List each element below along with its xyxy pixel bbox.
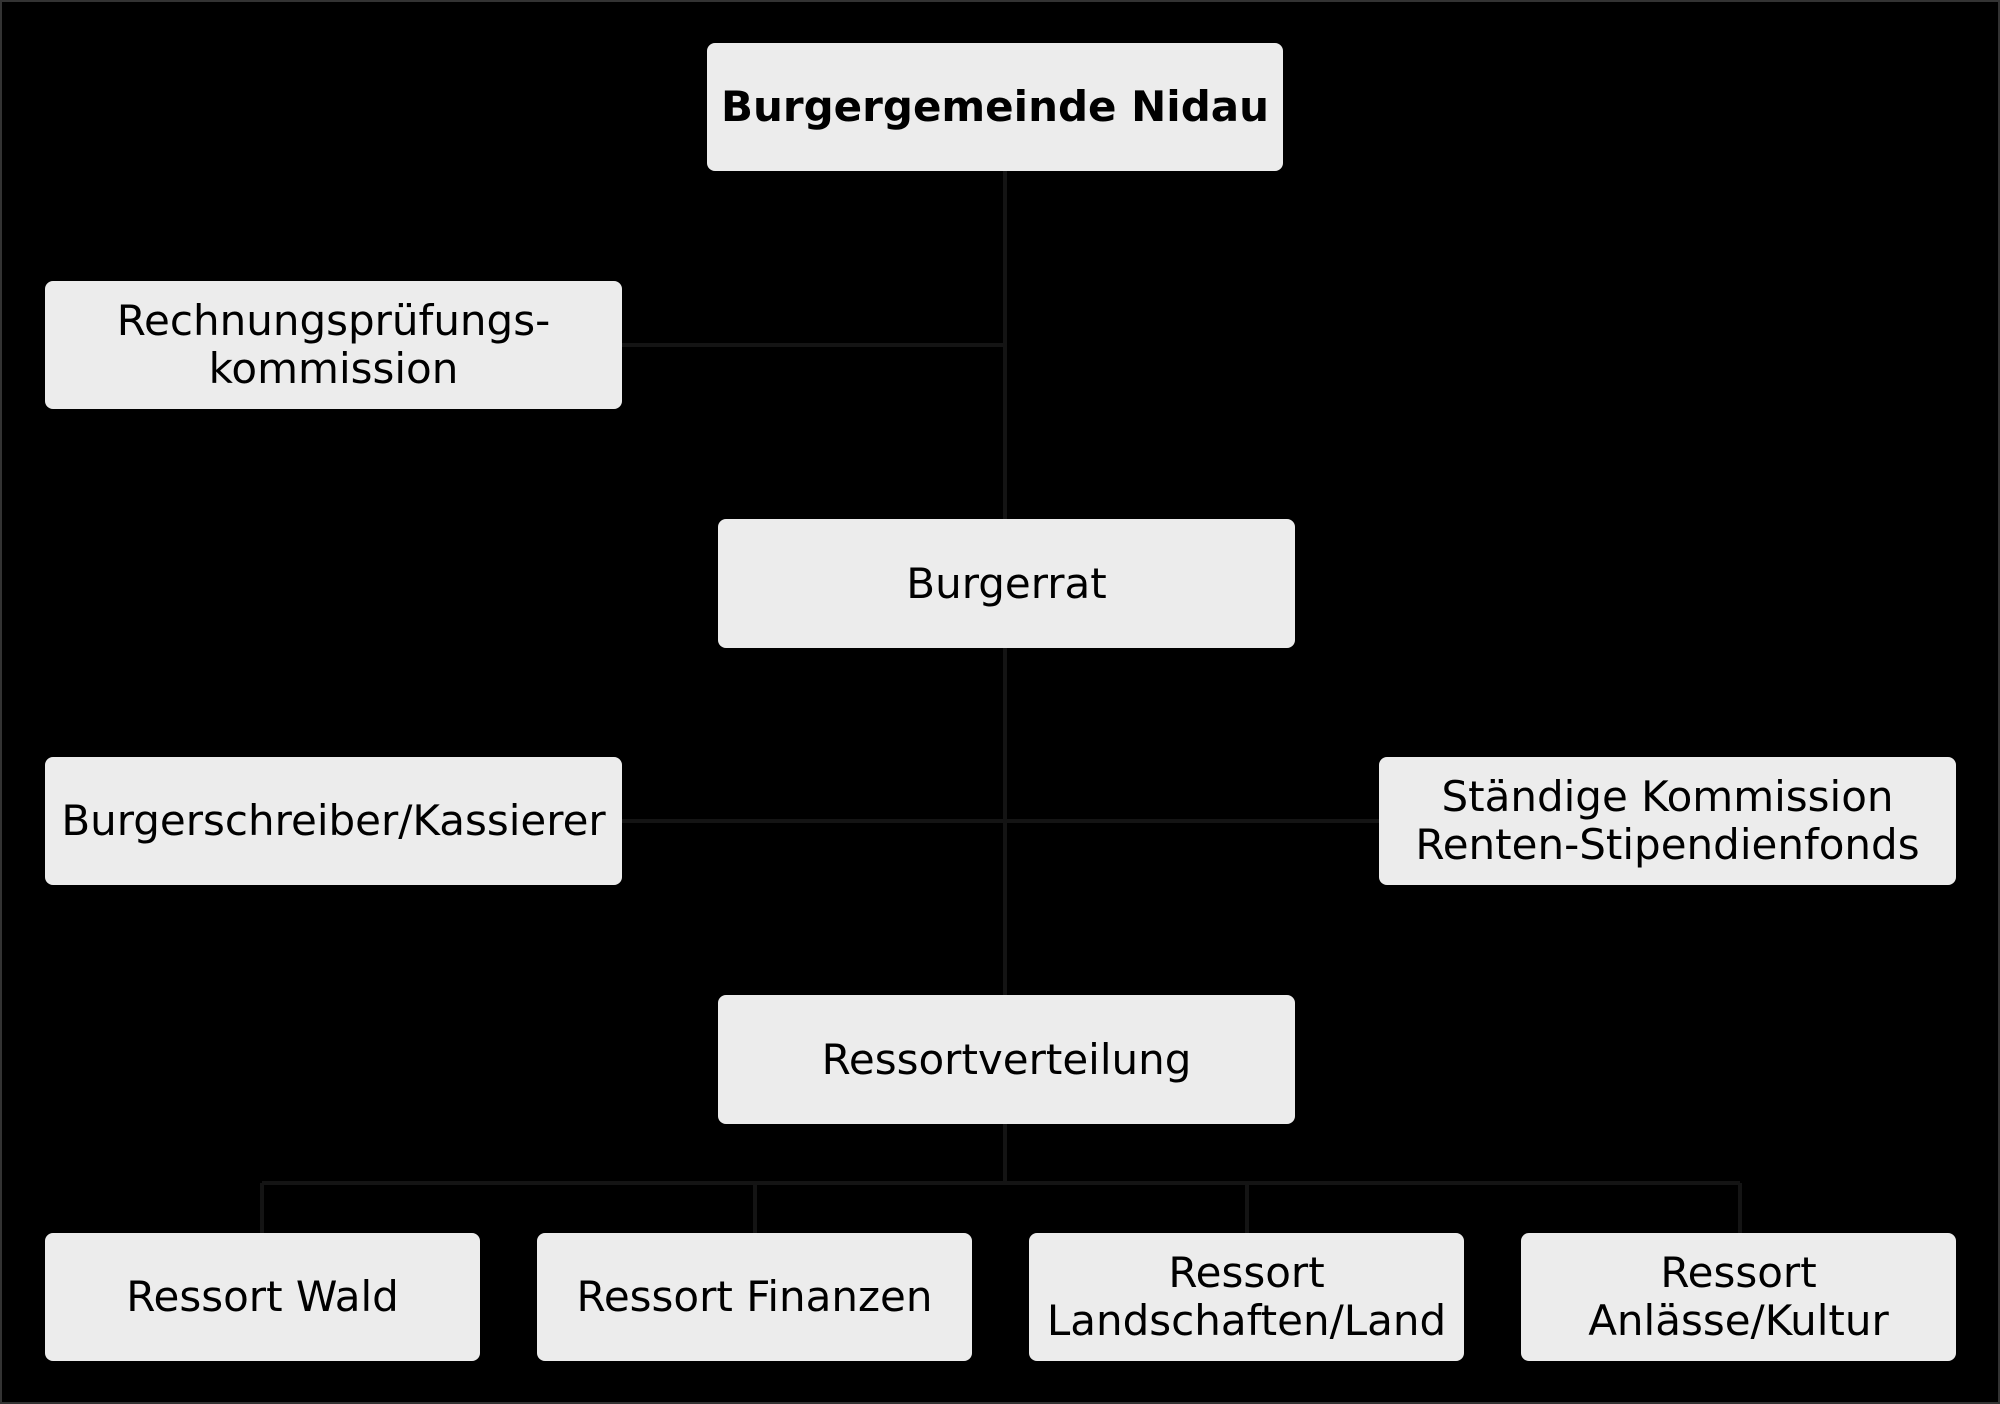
node-forest-label: Ressort Wald	[126, 1272, 399, 1321]
node-council-label: Burgerrat	[906, 558, 1107, 608]
node-finance-label: Ressort Finanzen	[576, 1272, 933, 1321]
node-culture-line-2: Anlässe/Kultur	[1588, 1296, 1889, 1345]
node-ressort-culture: Ressort Anlässe/Kultur	[1521, 1233, 1956, 1361]
node-council: Burgerrat	[718, 519, 1295, 648]
node-audit-commission: Rechnungsprüfungs- kommission	[45, 281, 622, 409]
node-allocation-label: Ressortverteilung	[821, 1034, 1192, 1084]
node-burgergemeinde-label: Burgergemeinde Nidau	[720, 82, 1269, 131]
node-clerk-label: Burgerschreiber/Kassierer	[61, 796, 606, 845]
node-commission-line-2: Renten-Stipendienfonds	[1415, 820, 1920, 869]
node-clerk: Burgerschreiber/Kassierer	[45, 757, 622, 885]
node-burgergemeinde: Burgergemeinde Nidau	[707, 43, 1283, 171]
node-ressort-finance: Ressort Finanzen	[537, 1233, 972, 1361]
node-allocation: Ressortverteilung	[718, 995, 1295, 1124]
node-land-line-1: Ressort	[1168, 1248, 1325, 1297]
node-commission-line-1: Ständige Kommission	[1441, 772, 1894, 821]
node-ressort-land: Ressort Landschaften/Land	[1029, 1233, 1464, 1361]
node-standing-commission: Ständige Kommission Renten-Stipendienfon…	[1379, 757, 1956, 885]
node-audit-line-2: kommission	[208, 344, 459, 393]
node-culture-line-1: Ressort	[1660, 1248, 1817, 1297]
node-audit-line-1: Rechnungsprüfungs-	[116, 296, 551, 345]
node-land-line-2: Landschaften/Land	[1046, 1296, 1447, 1345]
node-ressort-forest: Ressort Wald	[45, 1233, 480, 1361]
